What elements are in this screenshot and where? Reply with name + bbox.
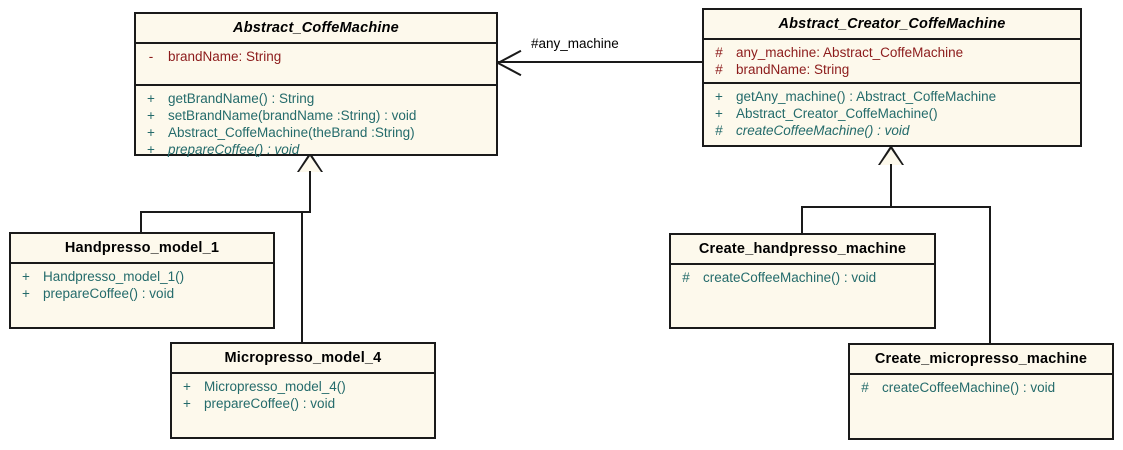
attributes-compartment: # any_machine: Abstract_CoffeMachine # b… xyxy=(704,40,1080,82)
visibility-marker: + xyxy=(147,108,155,123)
operation-text: Handpresso_model_1() xyxy=(43,269,185,284)
visibility-marker: + xyxy=(147,142,155,157)
class-separator xyxy=(704,82,1080,84)
operation-text: createCoffeeMachine() : void xyxy=(703,270,877,285)
class-separator xyxy=(704,38,1080,40)
operation-row: + prepareCoffee() : void xyxy=(136,141,494,158)
visibility-marker: + xyxy=(183,379,191,394)
operation-row: # createCoffeeMachine() : void xyxy=(704,122,1078,139)
generalization-drop-micropresso xyxy=(301,211,303,343)
operation-text: Abstract_CoffeMachine(theBrand :String) xyxy=(168,125,415,140)
association-label-any-machine: #any_machine xyxy=(531,36,619,51)
class-name-abstract-coffemachine: Abstract_CoffeMachine xyxy=(233,20,399,36)
operation-row: + prepareCoffee() : void xyxy=(172,395,432,412)
attribute-row: # brandName: String xyxy=(704,61,1078,78)
visibility-marker: - xyxy=(148,49,154,64)
association-line-any-machine xyxy=(497,61,703,63)
attribute-row: # any_machine: Abstract_CoffeMachine xyxy=(704,44,1078,61)
attribute-text: brandName: String xyxy=(168,49,282,64)
operation-row: + Abstract_Creator_CoffeMachine() xyxy=(704,105,1078,122)
visibility-marker: # xyxy=(715,62,723,77)
class-separator xyxy=(172,372,434,374)
class-box-handpresso-model-1[interactable]: Handpresso_model_1 + Handpresso_model_1(… xyxy=(9,232,275,329)
operation-text: getAny_machine() : Abstract_CoffeMachine xyxy=(736,89,997,104)
class-name-create-micropresso-machine: Create_micropresso_machine xyxy=(874,351,1088,367)
operation-row: + Handpresso_model_1() xyxy=(11,268,271,285)
class-separator xyxy=(136,84,496,86)
class-box-create-micropresso-machine[interactable]: Create_micropresso_machine # createCoffe… xyxy=(848,343,1114,440)
operations-compartment: # createCoffeeMachine() : void xyxy=(671,265,934,290)
operation-text: Abstract_Creator_CoffeMachine() xyxy=(736,106,938,121)
class-box-create-handpresso-machine[interactable]: Create_handpresso_machine # createCoffee… xyxy=(669,233,936,329)
attribute-text: any_machine: Abstract_CoffeMachine xyxy=(736,45,964,60)
operation-row: + Micropresso_model_4() xyxy=(172,378,432,395)
class-separator xyxy=(136,42,496,44)
operation-text: setBrandName(brandName :String) : void xyxy=(168,108,417,123)
visibility-marker: # xyxy=(715,123,723,138)
generalization-stem-right xyxy=(890,164,892,208)
class-name-micropresso-model-4: Micropresso_model_4 xyxy=(224,350,382,366)
generalization-stem-left xyxy=(309,171,311,213)
visibility-marker: + xyxy=(715,106,723,121)
operation-row: + setBrandName(brandName :String) : void xyxy=(136,107,494,124)
class-name-create-handpresso-machine: Create_handpresso_machine xyxy=(698,241,907,257)
visibility-marker: # xyxy=(861,380,869,395)
operation-text: prepareCoffee() : void xyxy=(168,142,300,157)
generalization-bar-right xyxy=(801,206,991,208)
operation-text: Micropresso_model_4() xyxy=(204,379,346,394)
operation-text: getBrandName() : String xyxy=(168,91,315,106)
operation-row: # createCoffeeMachine() : void xyxy=(850,379,1110,396)
class-name-handpresso-model-1: Handpresso_model_1 xyxy=(64,240,220,256)
operations-compartment: + getBrandName() : String + setBrandName… xyxy=(136,86,496,162)
visibility-marker: + xyxy=(147,91,155,106)
class-box-micropresso-model-4[interactable]: Micropresso_model_4 + Micropresso_model_… xyxy=(170,342,436,439)
operations-compartment: + getAny_machine() : Abstract_CoffeMachi… xyxy=(704,84,1080,143)
operation-row: + getAny_machine() : Abstract_CoffeMachi… xyxy=(704,88,1078,105)
class-box-abstract-creator-coffemachine[interactable]: Abstract_Creator_CoffeMachine # any_mach… xyxy=(702,8,1082,147)
visibility-marker: + xyxy=(22,269,30,284)
visibility-marker: # xyxy=(682,270,690,285)
visibility-marker: + xyxy=(715,89,723,104)
class-separator xyxy=(850,373,1112,375)
operation-row: + Abstract_CoffeMachine(theBrand :String… xyxy=(136,124,494,141)
visibility-marker: + xyxy=(183,396,191,411)
class-separator xyxy=(11,262,273,264)
operation-text: prepareCoffee() : void xyxy=(204,396,336,411)
attribute-row: - brandName: String xyxy=(136,48,494,65)
operations-compartment: + Handpresso_model_1() + prepareCoffee()… xyxy=(11,264,273,306)
visibility-marker: # xyxy=(715,45,723,60)
class-name-abstract-creator-coffemachine: Abstract_Creator_CoffeMachine xyxy=(778,16,1006,32)
generalization-drop-create-micropresso xyxy=(989,206,991,344)
operations-compartment: + Micropresso_model_4() + prepareCoffee(… xyxy=(172,374,434,416)
operation-row: + prepareCoffee() : void xyxy=(11,285,271,302)
attributes-compartment: - brandName: String xyxy=(136,44,496,84)
operation-row: # createCoffeeMachine() : void xyxy=(671,269,932,286)
visibility-marker: + xyxy=(22,286,30,301)
class-box-abstract-coffemachine[interactable]: Abstract_CoffeMachine - brandName: Strin… xyxy=(134,12,498,157)
operation-text: createCoffeeMachine() : void xyxy=(736,123,910,138)
class-separator xyxy=(671,263,934,265)
attribute-text: brandName: String xyxy=(736,62,850,77)
generalization-drop-handpresso xyxy=(140,211,142,234)
operation-text: createCoffeeMachine() : void xyxy=(882,380,1056,395)
visibility-marker: + xyxy=(147,125,155,140)
generalization-bar-left xyxy=(140,211,311,213)
operation-row: + getBrandName() : String xyxy=(136,90,494,107)
generalization-drop-create-handpresso xyxy=(801,206,803,234)
operations-compartment: # createCoffeeMachine() : void xyxy=(850,375,1112,400)
operation-text: prepareCoffee() : void xyxy=(43,286,175,301)
